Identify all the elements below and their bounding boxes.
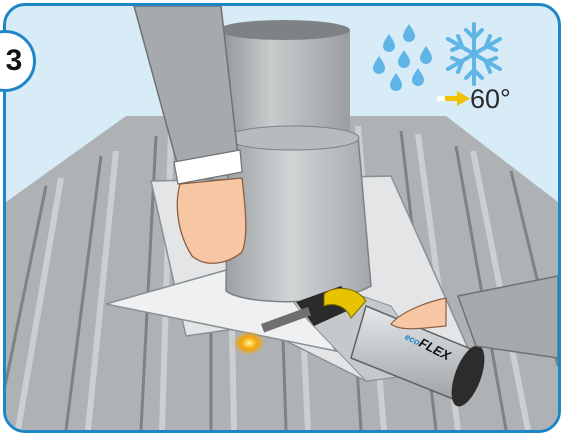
- illustration-frame: [3, 3, 561, 433]
- arrow-right-icon: [437, 90, 471, 108]
- flame-icon: [233, 331, 265, 355]
- roof-scene: [6, 6, 558, 430]
- raindrops-icon: [373, 24, 432, 91]
- step-number: 3: [6, 44, 23, 78]
- temperature-label: 60°: [470, 84, 511, 115]
- snowflake-icon: [448, 24, 500, 84]
